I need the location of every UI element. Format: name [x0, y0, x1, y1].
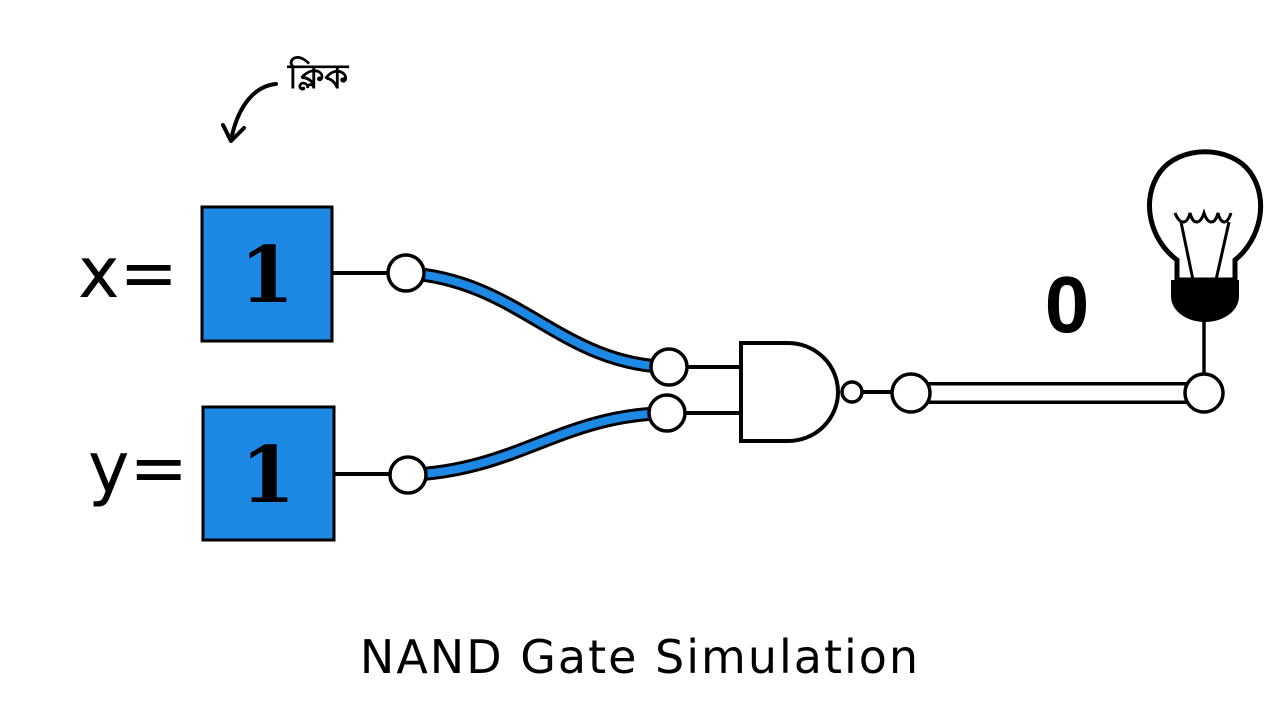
click-hint: ক্লিক [221, 56, 349, 143]
wire-x [405, 266, 671, 374]
input-y-value: 1 [241, 430, 295, 521]
gate-input-b-node[interactable] [647, 393, 687, 433]
input-x: x= 1 [78, 205, 388, 343]
input-y-box[interactable] [201, 405, 336, 542]
click-hint-text: ক্লিক [287, 56, 349, 97]
gate-input-a-node[interactable] [649, 347, 689, 387]
bulb-input-node[interactable] [1183, 372, 1225, 414]
inversion-bubble-icon [840, 380, 864, 404]
input-x-node[interactable] [386, 253, 426, 293]
output-value: 0 [1045, 260, 1090, 349]
input-x-label: x= [78, 232, 178, 314]
curved-arrow-down-icon [229, 82, 278, 142]
gate-output-node[interactable] [890, 372, 932, 414]
nand-gate-icon [739, 341, 864, 443]
input-y-label: y= [88, 427, 188, 509]
wire-y [407, 406, 669, 482]
input-x-toggle-button[interactable]: 1 [200, 205, 334, 343]
input-y: y= 1 [88, 405, 390, 542]
input-y-node[interactable] [388, 455, 428, 495]
light-bulb-off-icon [1146, 149, 1264, 374]
arrow-head-icon [221, 123, 246, 143]
input-y-toggle-button[interactable]: 1 [201, 405, 336, 542]
page-title: NAND Gate Simulation [360, 630, 920, 684]
input-x-value: 1 [240, 230, 294, 321]
